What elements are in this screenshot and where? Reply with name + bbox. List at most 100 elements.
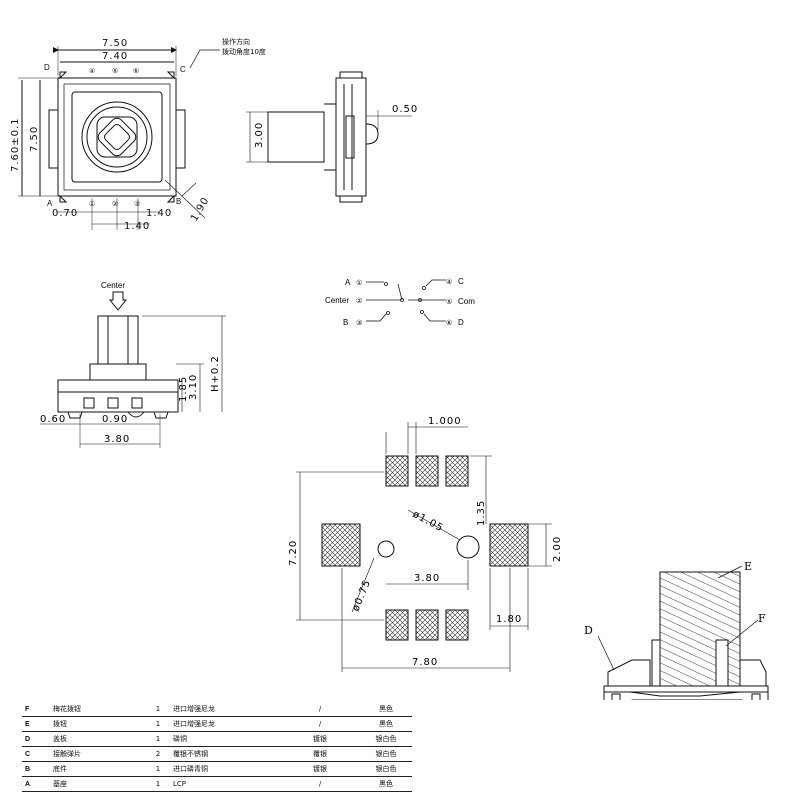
top-view-body bbox=[57, 77, 177, 197]
dim-380-fp: 3.80 bbox=[414, 573, 440, 584]
bom-finish: / bbox=[280, 716, 360, 732]
dim-w-outer: 7.50 bbox=[102, 38, 128, 49]
bom-name: 底件 bbox=[50, 761, 146, 777]
dim-1000: 1.000 bbox=[428, 416, 462, 427]
bom-table: F 梅花拨钮 1 进口增强尼龙 / 黑色 E 拨钮 1 进口增强尼龙 / 黑色 … bbox=[22, 702, 412, 792]
pin-top-6: ⑥ bbox=[133, 67, 139, 75]
bom-finish: 覆银 bbox=[280, 746, 360, 762]
circuit-left-b-name: B bbox=[343, 318, 348, 327]
bom-finish: / bbox=[280, 702, 360, 717]
top-view-text: 7.50 7.40 7.60±0.1 7.50 D C A B ④ ⑤ ⑥ ① … bbox=[10, 37, 266, 232]
dim-diag: 1.90 bbox=[189, 195, 212, 223]
center-label: Center bbox=[101, 281, 125, 290]
dim-side-tip: 0.50 bbox=[392, 104, 418, 115]
circuit-diagram bbox=[366, 279, 446, 322]
bom-finish: 镀银 bbox=[280, 761, 360, 777]
dim-780: 7.80 bbox=[412, 657, 438, 668]
bom-material: 进口磷青铜 bbox=[170, 761, 280, 777]
pin-bottom-2: ② bbox=[112, 200, 118, 208]
hole-large bbox=[456, 535, 480, 559]
dim-pitch: 0.70 bbox=[52, 208, 78, 219]
circuit-right-c-name: C bbox=[458, 277, 464, 286]
dim-060: 0.60 bbox=[40, 414, 66, 425]
bom-qty: 1 bbox=[146, 716, 170, 732]
bom-qty: 2 bbox=[146, 746, 170, 762]
front-view bbox=[40, 291, 226, 448]
bom-row: C 接触弹片 2 覆银不锈钢 覆银 银白色 bbox=[22, 746, 412, 762]
knob-outer bbox=[81, 101, 153, 173]
dim-side-length: 3.00 bbox=[254, 122, 265, 148]
section-label-d: D bbox=[584, 624, 593, 637]
bom-material: 磷铜 bbox=[170, 731, 280, 747]
section-label-f: F bbox=[758, 612, 766, 625]
bom-material: 进口增强尼龙 bbox=[170, 716, 280, 732]
bom-material: LCP bbox=[170, 776, 280, 792]
corner-label-d: D bbox=[44, 63, 50, 72]
top-view bbox=[18, 46, 220, 230]
bom-color: 黑色 bbox=[360, 716, 412, 732]
bom-row: E 拨钮 1 进口增强尼龙 / 黑色 bbox=[22, 716, 412, 732]
hole-small bbox=[377, 540, 395, 558]
circuit-right-d-name: D bbox=[458, 318, 464, 327]
bom-qty: 1 bbox=[146, 702, 170, 717]
section-labels: E F D A C B bbox=[584, 560, 766, 637]
circuit-left-center-name: Center bbox=[325, 296, 349, 305]
bom-color: 黑色 bbox=[360, 776, 412, 792]
bom-code: E bbox=[22, 716, 50, 732]
circuit-right-d-pin: ⑥ bbox=[446, 319, 452, 327]
bom-row: B 底件 1 进口磷青铜 镀银 银白色 bbox=[22, 761, 412, 777]
dim-310: 3.10 bbox=[188, 374, 199, 400]
bom-name: 梅花拨钮 bbox=[50, 702, 146, 717]
dim-720: 7.20 bbox=[288, 540, 299, 566]
pin-top-5: ⑤ bbox=[112, 67, 118, 75]
circuit-right-com-name: Com bbox=[458, 297, 475, 306]
bom-code: B bbox=[22, 761, 50, 777]
bom-qty: 1 bbox=[146, 731, 170, 747]
side-view bbox=[246, 71, 412, 203]
bom-material: 覆银不锈钢 bbox=[170, 746, 280, 762]
bom-material: 进口增强尼龙 bbox=[170, 702, 280, 717]
circuit-left-center-pin: ② bbox=[356, 297, 362, 305]
dim-h: H+0.2 bbox=[210, 355, 221, 392]
dim-h-outer: 7.60±0.1 bbox=[10, 117, 21, 172]
bom-qty: 1 bbox=[146, 761, 170, 777]
corner-label-b: B bbox=[176, 197, 181, 206]
dim-185: 1.85 bbox=[178, 376, 189, 402]
section-view bbox=[597, 565, 769, 700]
bom-name: 接触弹片 bbox=[50, 746, 146, 762]
dim-h-inner: 7.50 bbox=[29, 126, 40, 152]
bom-finish: 镀银 bbox=[280, 731, 360, 747]
dim-380: 3.80 bbox=[104, 434, 130, 445]
bom-name: 基座 bbox=[50, 776, 146, 792]
bom-row: D 盖板 1 磷铜 镀银 银白色 bbox=[22, 731, 412, 747]
circuit-left-b-pin: ③ bbox=[356, 319, 362, 327]
dim-180: 1.80 bbox=[496, 614, 522, 625]
corner-label-c: C bbox=[180, 65, 186, 74]
bom-qty: 1 bbox=[146, 776, 170, 792]
bom-code: D bbox=[22, 731, 50, 747]
dim-w-inner: 7.40 bbox=[102, 51, 128, 62]
bom-code: C bbox=[22, 746, 50, 762]
bom-color: 银白色 bbox=[360, 746, 412, 762]
dim-200: 2.00 bbox=[552, 536, 563, 562]
pin-top-4: ④ bbox=[89, 67, 95, 75]
bom-name: 盖板 bbox=[50, 731, 146, 747]
dim-140-a: 1.40 bbox=[146, 208, 172, 219]
bom-finish: / bbox=[280, 776, 360, 792]
bom-color: 银白色 bbox=[360, 731, 412, 747]
dim-140-b: 1.40 bbox=[124, 221, 150, 232]
bom-color: 黑色 bbox=[360, 702, 412, 717]
circuit-left-a-name: A bbox=[345, 278, 351, 287]
dim-135: 1.35 bbox=[476, 500, 487, 526]
pin-bottom-1: ① bbox=[89, 200, 95, 208]
note-angle: 拨动角度10度 bbox=[222, 47, 266, 56]
corner-label-a: A bbox=[47, 199, 53, 208]
bom-row: F 梅花拨钮 1 进口增强尼龙 / 黑色 bbox=[22, 702, 412, 717]
circuit-labels: A ① Center ② B ③ ④ C ⑤ Com ⑥ D bbox=[325, 277, 475, 327]
bom-code: F bbox=[22, 702, 50, 717]
dim-075: ø0.75 bbox=[351, 578, 374, 613]
circuit-left-a-pin: ① bbox=[356, 279, 362, 287]
bom-name: 拨钮 bbox=[50, 716, 146, 732]
note-direction: 操作方向 bbox=[222, 37, 250, 46]
drawing-canvas: 7.50 7.40 7.60±0.1 7.50 D C A B ④ ⑤ ⑥ ① … bbox=[10, 37, 769, 700]
